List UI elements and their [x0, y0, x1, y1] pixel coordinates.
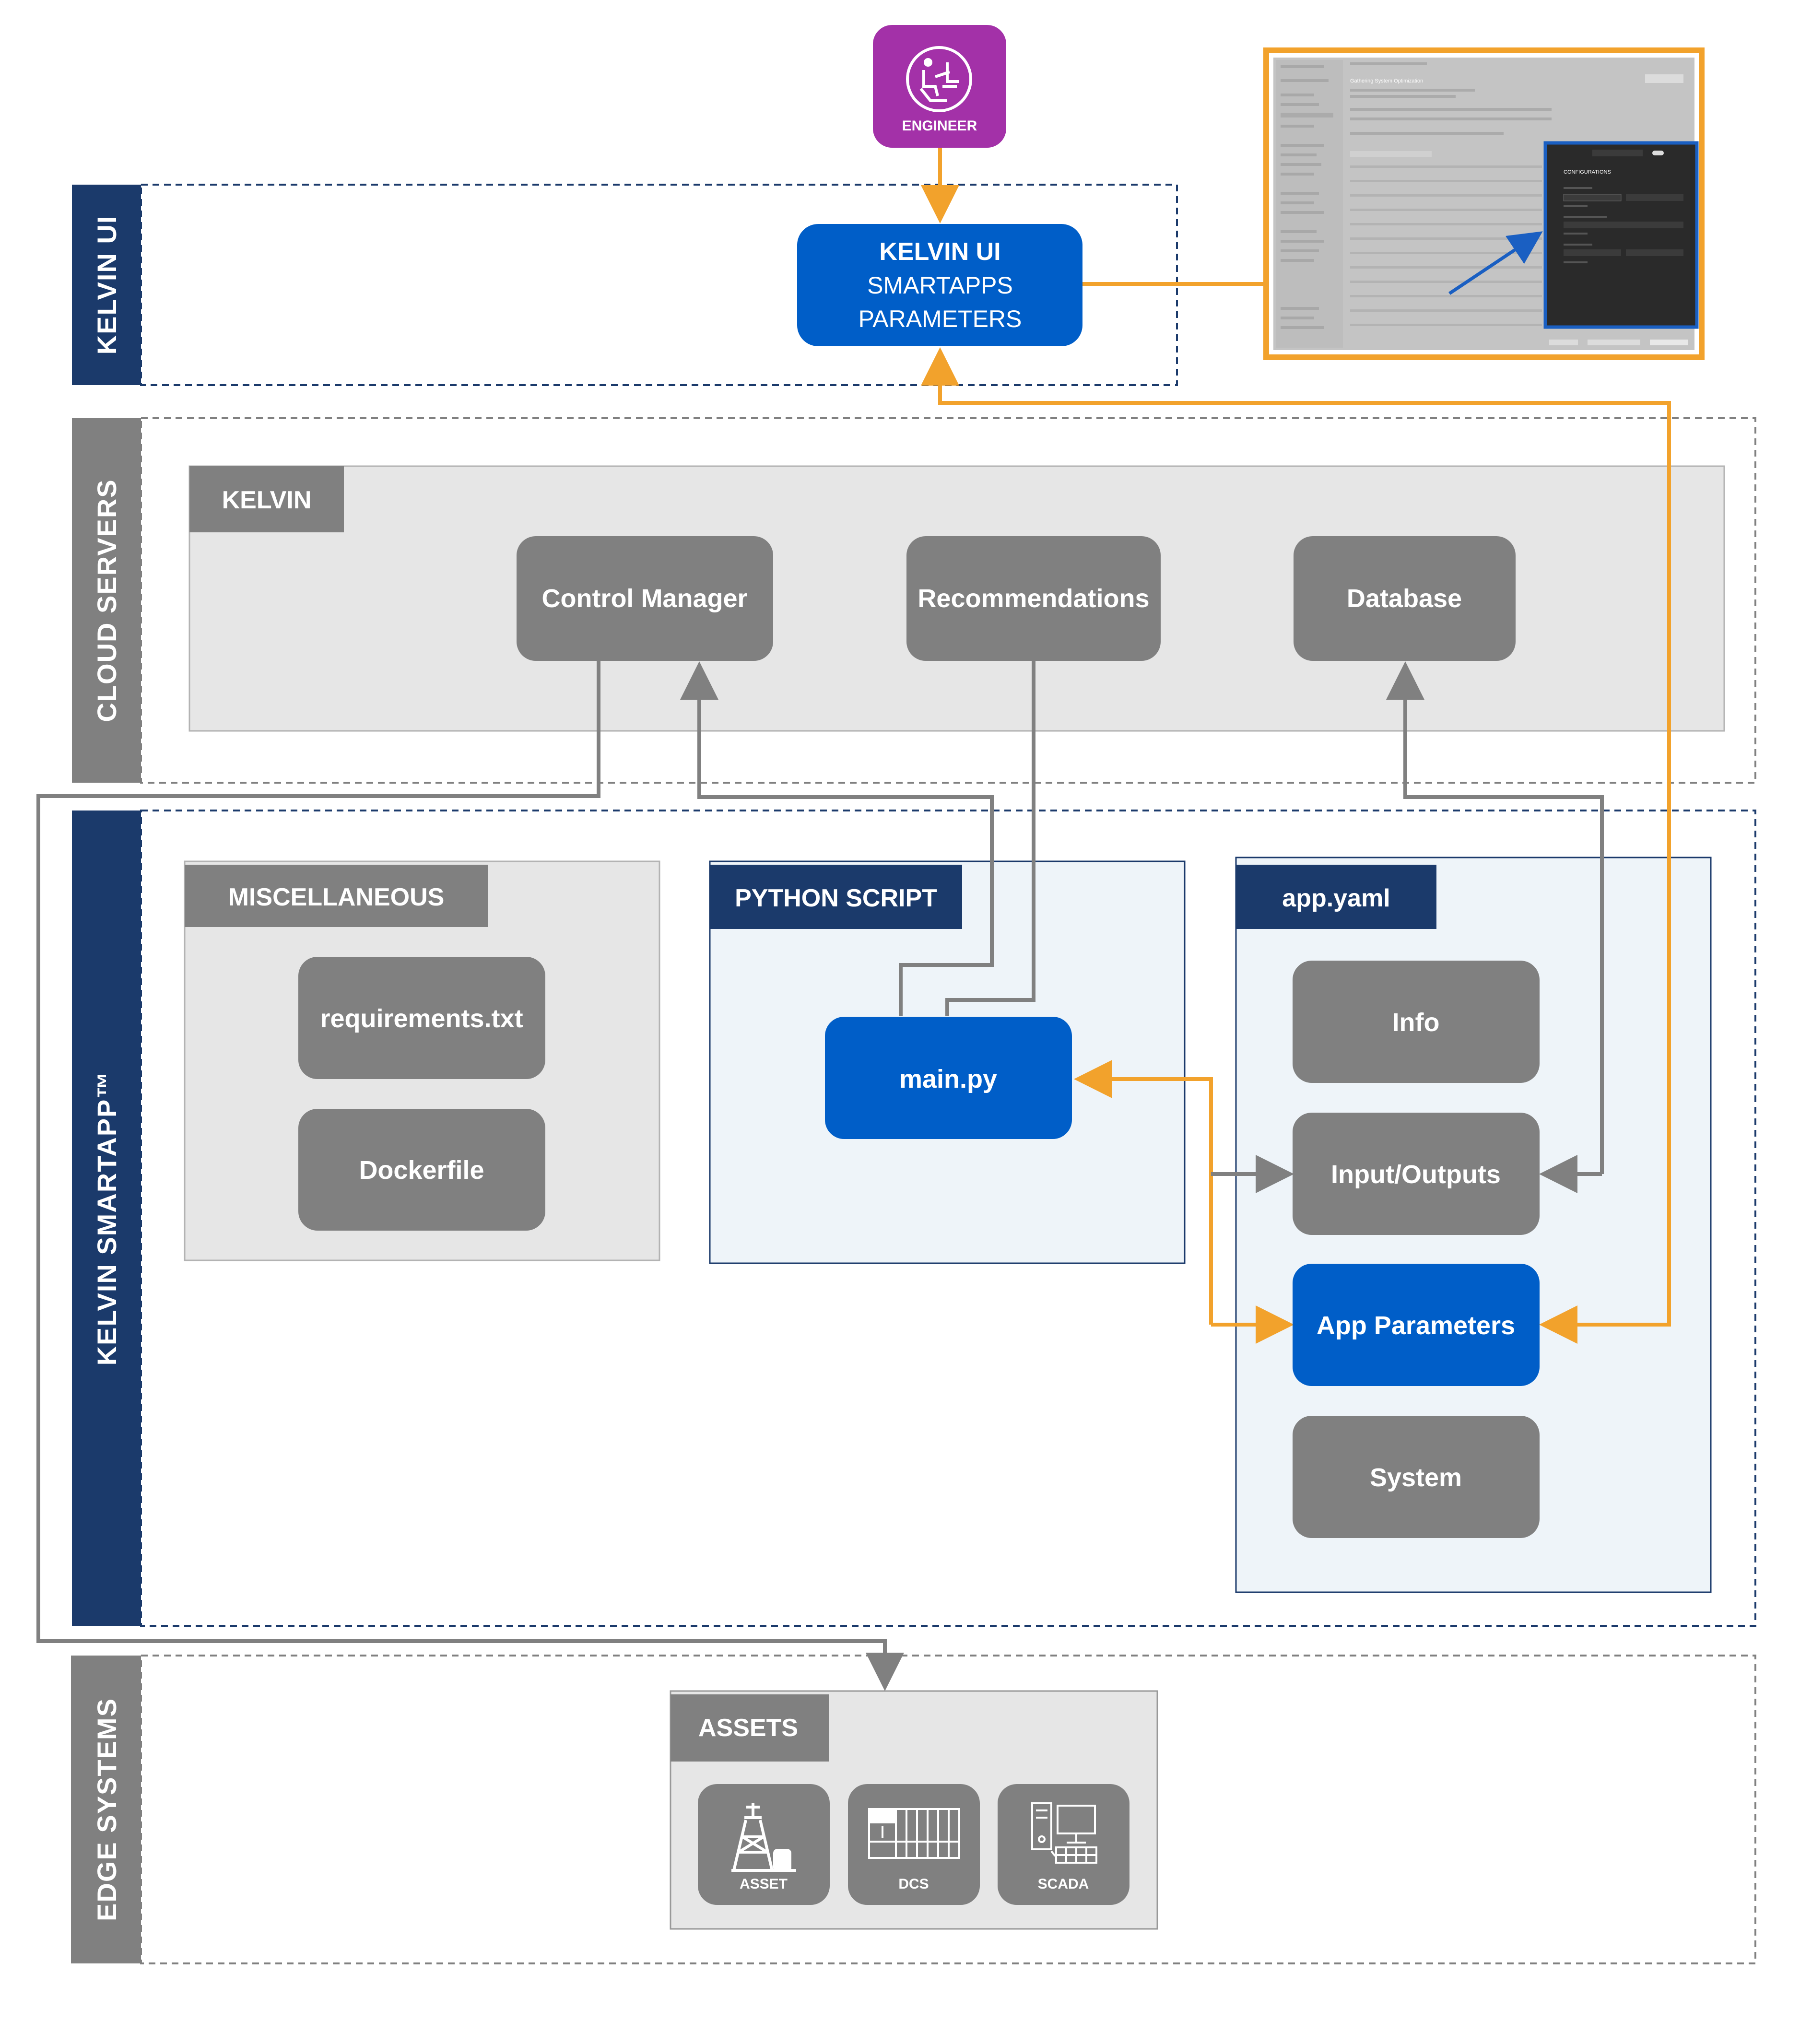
- dcs-rack-icon: [868, 1808, 960, 1859]
- system-node[interactable]: System: [1293, 1416, 1540, 1538]
- thumbnail-table: [1350, 151, 1542, 326]
- control-manager-node[interactable]: Control Manager: [517, 536, 773, 661]
- lane-smartapp: KELVIN SMARTAPP™: [72, 810, 1756, 1627]
- oil-rig-icon: [731, 1803, 796, 1872]
- asset-label: ASSET: [740, 1876, 788, 1892]
- lane-edge-title: EDGE SYSTEMS: [92, 1698, 122, 1921]
- recommendations-label: Recommendations: [918, 584, 1149, 613]
- thumbnail-panel-title: CONFIGURATIONS: [1564, 169, 1611, 175]
- io-label: Input/Outputs: [1331, 1160, 1501, 1189]
- system-label: System: [1370, 1463, 1462, 1492]
- lane-cloud-title: CLOUD SERVERS: [92, 479, 122, 722]
- lane-edge-systems: EDGE SYSTEMS: [71, 1655, 1756, 1964]
- lane-smartapp-band: [72, 811, 141, 1626]
- line-recommendations-to-main: [945, 661, 1035, 1016]
- kelvin-ui-line2: SMARTAPPS: [867, 272, 1013, 299]
- connectors: [36, 148, 1671, 1691]
- database-node[interactable]: Database: [1294, 536, 1516, 661]
- assets-title: ASSETS: [698, 1714, 798, 1742]
- lane-kelvin-ui: KELVIN UI: [72, 184, 1178, 386]
- arrow-params-to-main: [1074, 1060, 1213, 1325]
- yaml-title: app.yaml: [1282, 884, 1390, 912]
- kelvin-ui-node[interactable]: KELVIN UI SMARTAPPS PARAMETERS: [797, 224, 1082, 346]
- lane-cloud-band: [72, 418, 141, 783]
- lane-smartapp-title: KELVIN SMARTAPP™: [92, 1071, 122, 1366]
- scada-tile[interactable]: SCADA: [998, 1784, 1129, 1905]
- thumbnail-title: Gathering System Optimization: [1350, 78, 1423, 84]
- info-label: Info: [1392, 1008, 1440, 1037]
- main-py-label: main.py: [899, 1065, 997, 1093]
- engineer-label: ENGINEER: [902, 118, 977, 134]
- lane-kelvin-ui-title: KELVIN UI: [92, 215, 122, 355]
- ui-screenshot-thumbnail[interactable]: Gathering System Optimization: [1263, 47, 1705, 360]
- io-node[interactable]: Input/Outputs: [1293, 1113, 1540, 1235]
- dockerfile-node[interactable]: Dockerfile: [298, 1109, 545, 1231]
- asset-tile[interactable]: ASSET: [698, 1784, 830, 1905]
- requirements-label: requirements.txt: [320, 1004, 523, 1033]
- lane-cloud-servers: CLOUD SERVERS: [72, 417, 1756, 784]
- assets-header: [671, 1694, 829, 1762]
- dcs-label: DCS: [898, 1876, 929, 1892]
- thumbnail-config-panel: [1543, 141, 1699, 329]
- python-header: [710, 865, 962, 929]
- control-manager-label: Control Manager: [541, 584, 747, 613]
- dcs-tile[interactable]: DCS: [848, 1784, 980, 1905]
- kelvin-group-header: [189, 466, 344, 532]
- misc-header: [185, 865, 488, 927]
- engineer-node[interactable]: ENGINEER: [873, 25, 1006, 148]
- lane-kelvin-ui-band: [72, 185, 141, 385]
- yaml-header: [1236, 865, 1436, 929]
- kelvin-ui-line1: KELVIN UI: [879, 238, 1000, 266]
- app-parameters-label: App Parameters: [1317, 1311, 1515, 1340]
- arrow-main-to-control-manager: [680, 661, 994, 1016]
- dockerfile-label: Dockerfile: [359, 1156, 484, 1185]
- python-title: PYTHON SCRIPT: [735, 884, 937, 912]
- requirements-node[interactable]: requirements.txt: [298, 957, 545, 1079]
- arrow-control-manager-to-assets: [36, 661, 904, 1691]
- thumbnail-pointer-arrow: [1448, 231, 1543, 295]
- kelvin-ui-line3: PARAMETERS: [859, 305, 1022, 332]
- app-parameters-node[interactable]: App Parameters: [1293, 1264, 1540, 1386]
- arrow-io-to-database: [1386, 661, 1604, 1174]
- recommendations-node[interactable]: Recommendations: [906, 536, 1161, 661]
- engineer-icon: [906, 46, 972, 112]
- lane-edge-band: [71, 1656, 141, 1963]
- misc-title: MISCELLANEOUS: [228, 883, 445, 911]
- scada-label: SCADA: [1038, 1876, 1089, 1892]
- info-node[interactable]: Info: [1293, 961, 1540, 1083]
- database-label: Database: [1347, 584, 1462, 613]
- main-py-node[interactable]: main.py: [825, 1017, 1072, 1139]
- kelvin-group-title: KELVIN: [222, 486, 312, 514]
- scada-workstation-icon: [1031, 1802, 1097, 1864]
